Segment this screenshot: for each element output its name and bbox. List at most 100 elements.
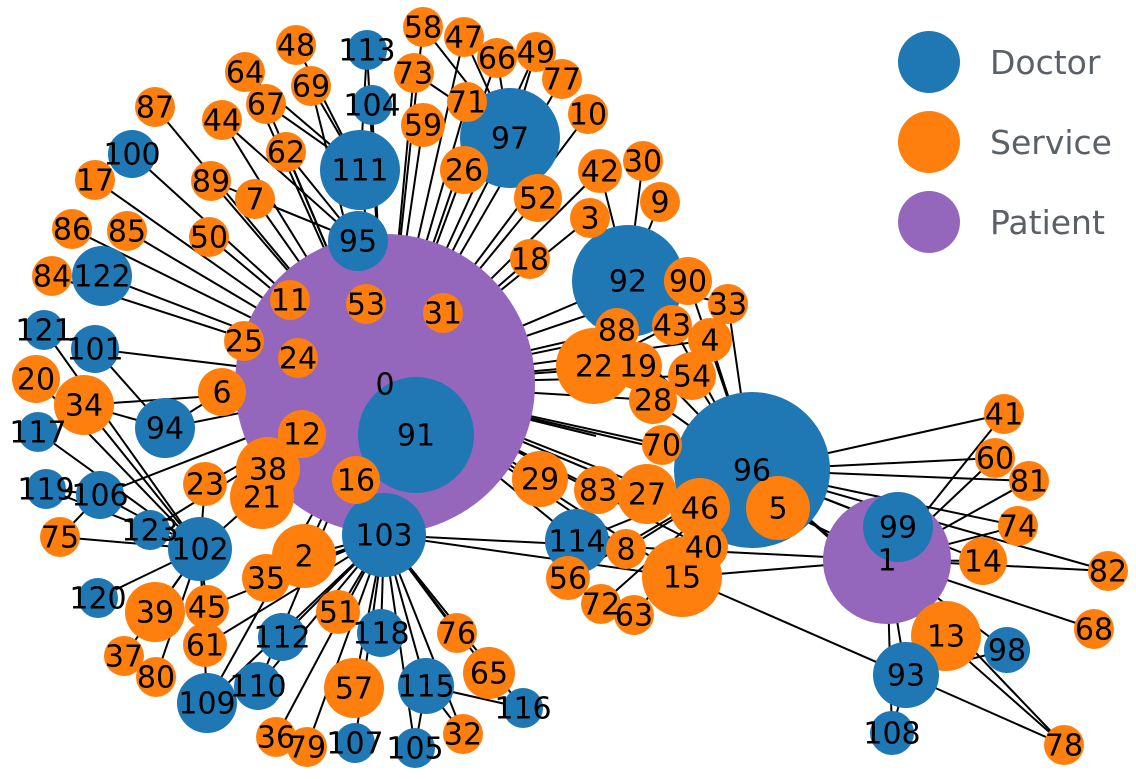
- node-circle-20: [12, 355, 60, 403]
- node-69: [291, 66, 331, 106]
- node-83: [574, 466, 622, 514]
- node-circle-3: [570, 198, 610, 238]
- edge-103-15: [383, 534, 683, 578]
- node-circle-118: [357, 609, 405, 657]
- node-circle-17: [75, 160, 115, 200]
- node-59: [401, 103, 445, 147]
- node-label-96: 96: [733, 454, 771, 489]
- node-circle-119: [26, 469, 66, 509]
- node-label-79: 79: [288, 731, 326, 766]
- node-circle-110: [234, 662, 282, 710]
- node-circle-9: [640, 182, 680, 222]
- node-circle-26: [440, 146, 488, 194]
- node-circle-113: [347, 30, 387, 70]
- node-circle-18: [510, 239, 550, 279]
- node-51: [316, 590, 360, 634]
- node-circle-102: [168, 517, 232, 581]
- node-101: [71, 325, 119, 373]
- node-label-64: 64: [226, 56, 264, 91]
- node-label-16: 16: [337, 464, 375, 499]
- node-circle-46: [670, 478, 730, 538]
- node-label-51: 51: [319, 596, 357, 631]
- node-24: [278, 338, 318, 378]
- node-label-45: 45: [188, 591, 226, 626]
- legend-item-patient: Patient: [898, 182, 1134, 262]
- node-120: [78, 578, 118, 618]
- node-circle-95: [328, 211, 388, 271]
- node-label-117: 117: [9, 416, 66, 451]
- node-circle-16: [332, 456, 380, 504]
- node-29: [512, 451, 568, 507]
- node-label-27: 27: [628, 478, 666, 513]
- node-label-87: 87: [136, 91, 174, 126]
- node-47: [444, 17, 484, 57]
- node-label-33: 33: [709, 288, 747, 323]
- node-circle-44: [202, 100, 242, 140]
- node-label-111: 111: [331, 154, 388, 189]
- node-116: [503, 688, 543, 728]
- node-circle-86: [52, 209, 92, 249]
- node-label-20: 20: [17, 363, 55, 398]
- node-99: [863, 492, 933, 562]
- node-circle-101: [71, 325, 119, 373]
- node-label-58: 58: [404, 11, 442, 46]
- node-78: [1044, 725, 1084, 765]
- edge-95-44: [221, 119, 359, 242]
- node-label-47: 47: [445, 21, 483, 56]
- node-label-11: 11: [271, 284, 309, 319]
- edge-93-15: [681, 576, 907, 676]
- node-5: [746, 476, 810, 540]
- node-circle-61: [183, 623, 227, 667]
- node-circle-78: [1044, 725, 1084, 765]
- node-circle-51: [316, 590, 360, 634]
- node-circle-68: [1074, 609, 1114, 649]
- node-circle-90: [664, 257, 712, 305]
- node-label-9: 9: [650, 186, 669, 221]
- node-circle-117: [18, 412, 58, 452]
- node-61: [183, 623, 227, 667]
- node-circle-121: [24, 310, 64, 350]
- node-23: [183, 462, 227, 506]
- node-label-122: 122: [73, 260, 130, 295]
- node-label-23: 23: [186, 468, 224, 503]
- node-label-81: 81: [1010, 465, 1048, 500]
- node-circle-23: [183, 462, 227, 506]
- edge-102-121: [43, 329, 201, 550]
- node-label-15: 15: [663, 561, 701, 596]
- node-67: [246, 84, 286, 124]
- node-42: [578, 149, 622, 193]
- node-37: [104, 636, 144, 676]
- node-60: [975, 438, 1015, 478]
- node-label-69: 69: [292, 70, 330, 105]
- node-label-40: 40: [685, 531, 723, 566]
- node-circle-53: [346, 284, 386, 324]
- node-label-52: 52: [519, 182, 557, 217]
- node-label-10: 10: [569, 98, 607, 133]
- node-circle-73: [394, 53, 434, 93]
- legend-swatch-service: [898, 111, 960, 173]
- node-label-109: 109: [178, 687, 235, 722]
- node-label-113: 113: [338, 34, 395, 69]
- node-circle-88: [595, 308, 639, 352]
- node-label-121: 121: [15, 314, 72, 349]
- legend: Doctor Service Patient: [898, 22, 1134, 262]
- node-label-4: 4: [700, 324, 719, 359]
- node-label-85: 85: [108, 215, 146, 250]
- node-44: [202, 100, 242, 140]
- node-4: [688, 318, 732, 362]
- node-circle-66: [477, 38, 517, 78]
- node-label-12: 12: [283, 418, 321, 453]
- node-label-100: 100: [103, 138, 160, 173]
- node-label-91: 91: [397, 419, 435, 454]
- node-41: [984, 394, 1024, 434]
- node-label-93: 93: [887, 659, 925, 694]
- node-label-89: 89: [192, 165, 230, 200]
- node-circle-99: [863, 492, 933, 562]
- node-39: [125, 582, 185, 642]
- node-circle-94: [135, 398, 195, 458]
- node-82: [1088, 551, 1128, 591]
- node-circle-69: [291, 66, 331, 106]
- legend-swatch-doctor: [898, 31, 960, 93]
- node-label-73: 73: [395, 57, 433, 92]
